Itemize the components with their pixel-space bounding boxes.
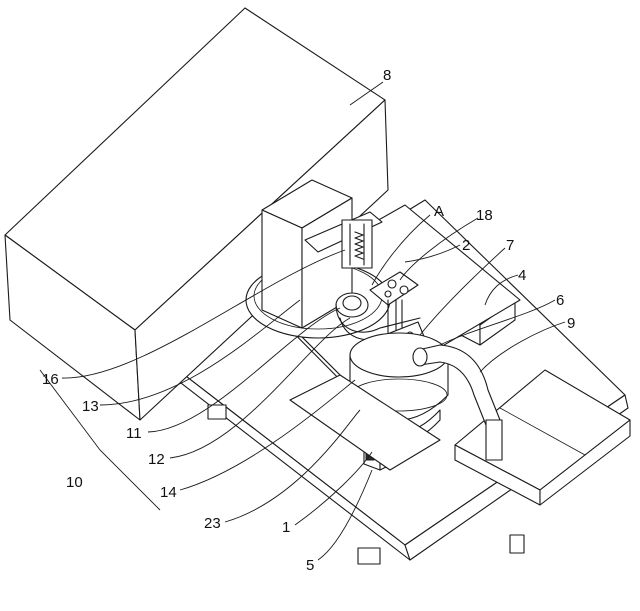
label-11: 11 <box>126 425 142 442</box>
label-23: 23 <box>204 515 221 532</box>
label-A: A <box>434 203 444 220</box>
leader-lines <box>39 81 566 561</box>
label-2: 2 <box>462 237 470 254</box>
label-12: 12 <box>148 451 165 468</box>
label-8: 8 <box>383 67 391 84</box>
label-10: 10 <box>66 474 83 491</box>
callout-labels: 8 A 18 2 7 4 6 9 16 13 11 12 10 14 23 1 … <box>42 67 575 574</box>
pipe-6 <box>412 344 503 461</box>
roller-11 <box>335 292 369 318</box>
label-4: 4 <box>518 267 526 284</box>
arm-plate-18 <box>369 271 419 306</box>
label-18: 18 <box>476 207 493 224</box>
label-5: 5 <box>306 557 314 574</box>
label-16: 16 <box>42 371 59 388</box>
label-13: 13 <box>82 398 99 415</box>
label-1: 1 <box>282 519 290 536</box>
label-9: 9 <box>567 315 575 332</box>
label-14: 14 <box>160 484 177 501</box>
upright-column <box>261 179 383 329</box>
tank-support <box>289 374 441 471</box>
spring <box>354 231 364 260</box>
label-6: 6 <box>556 292 564 309</box>
label-7: 7 <box>506 237 514 254</box>
